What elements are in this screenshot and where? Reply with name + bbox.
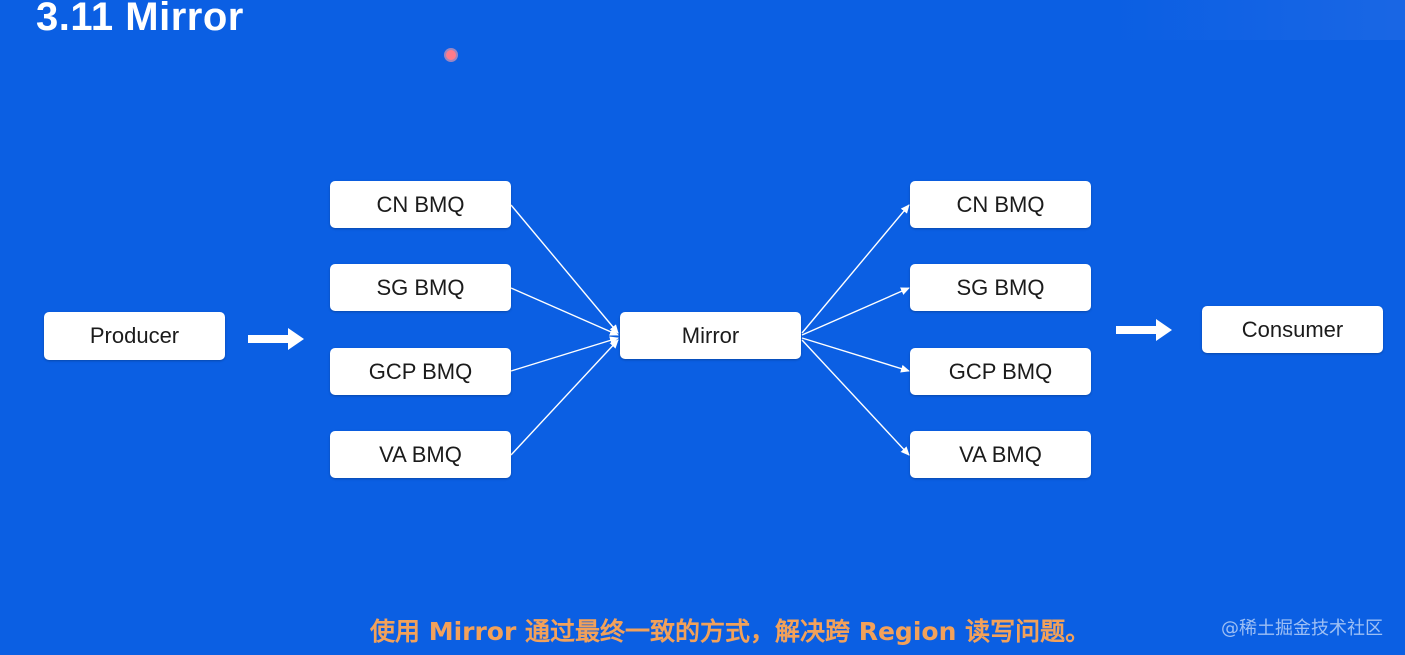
edge-mirror-to-gcp: [801, 337, 910, 373]
edge-mirror-to-sg: [801, 287, 910, 336]
slide-title: 3.11 Mirror: [36, 0, 244, 39]
consumer-node: Consumer: [1202, 306, 1383, 353]
edge-gcp-to-mirror: [510, 336, 619, 372]
mirror-node: Mirror: [620, 312, 801, 359]
right-queue-sg: SG BMQ: [910, 264, 1091, 311]
edge-mirror-to-va: [801, 339, 910, 456]
edge-va-to-mirror: [510, 339, 619, 456]
watermark: @稀土掘金技术社区: [1221, 618, 1383, 639]
top-right-overlay: [1115, 0, 1405, 40]
edge-sg-to-mirror: [510, 287, 619, 336]
left-queue-gcp: GCP BMQ: [330, 348, 511, 395]
left-queue-va: VA BMQ: [330, 431, 511, 478]
producer-node: Producer: [44, 312, 225, 360]
subtitle-caption: 使用 Mirror 通过最终一致的方式，解决跨 Region 读写问题。: [370, 617, 1091, 646]
right-queue-gcp: GCP BMQ: [910, 348, 1091, 395]
consumer-flow-arrow-icon: [1116, 319, 1172, 341]
right-queue-cn: CN BMQ: [910, 181, 1091, 228]
left-queue-sg: SG BMQ: [330, 264, 511, 311]
edge-mirror-to-cn: [801, 204, 910, 334]
left-queue-cn: CN BMQ: [330, 181, 511, 228]
edge-cn-to-mirror: [510, 204, 619, 334]
laser-pointer-dot: [446, 50, 456, 60]
right-queue-va: VA BMQ: [910, 431, 1091, 478]
producer-flow-arrow-icon: [248, 328, 304, 350]
